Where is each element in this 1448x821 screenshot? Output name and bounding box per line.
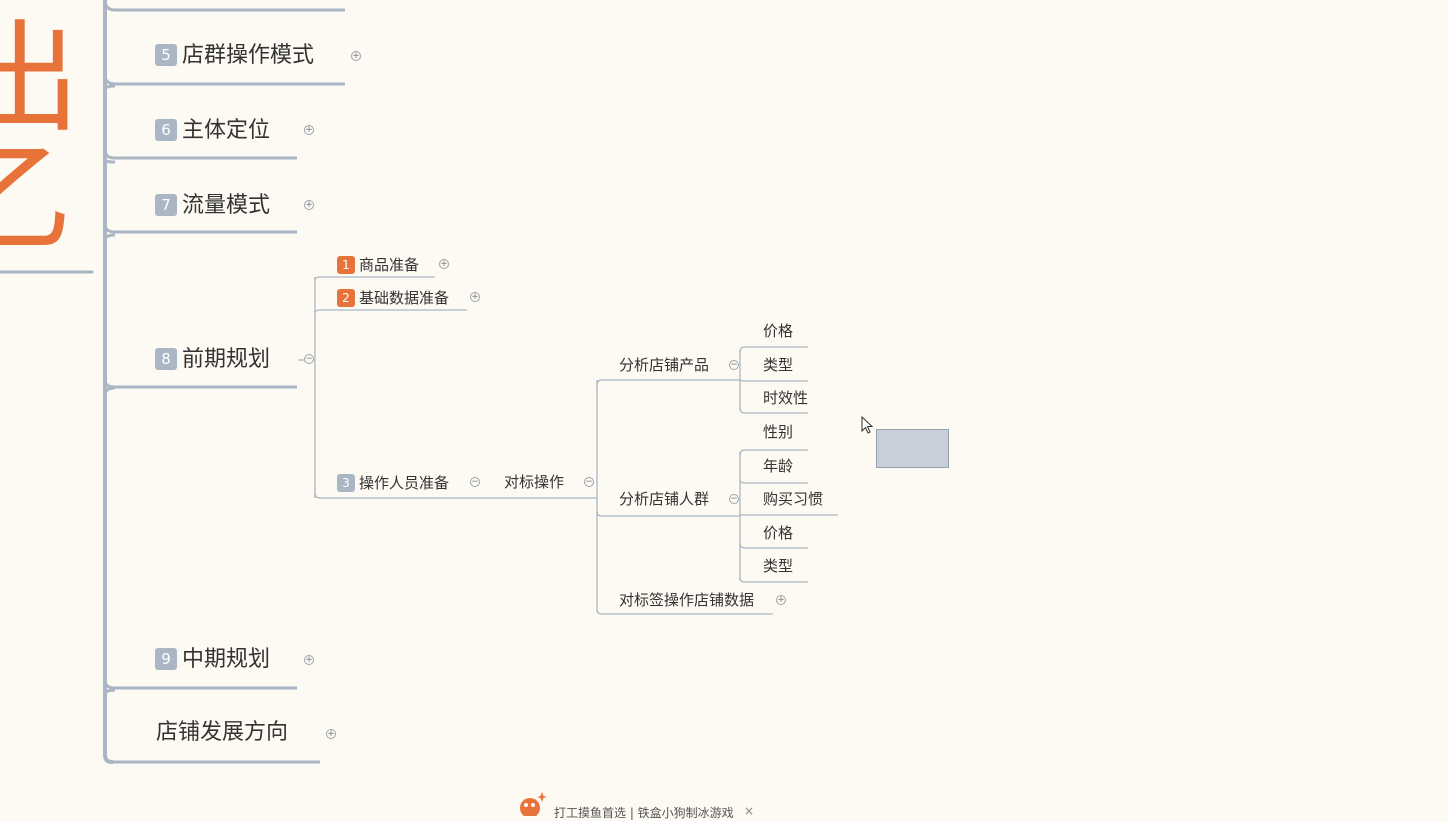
sub-branch-number-badge: 2: [337, 289, 355, 307]
branch-number-badge: 7: [155, 194, 177, 216]
expand-toggle-icon[interactable]: +: [304, 200, 314, 210]
analysis-crowd-node[interactable]: 分析店铺人群: [619, 492, 709, 507]
expand-toggle-icon[interactable]: +: [351, 51, 361, 61]
collapse-toggle-icon[interactable]: −: [304, 354, 314, 364]
branch-label: 主体定位: [182, 118, 271, 143]
analysis-product-node[interactable]: 分析店铺产品: [619, 358, 709, 373]
sub-branch-label: 操作人员准备: [359, 474, 450, 492]
leaf-node[interactable]: 类型: [763, 356, 794, 374]
branch-label: 前期规划: [182, 347, 271, 372]
branch-number-badge: 6: [155, 119, 177, 141]
branch-label: 店铺发展方向: [156, 720, 289, 745]
analysis-label: 对标签操作店铺数据: [619, 591, 755, 609]
expand-toggle-icon[interactable]: +: [326, 729, 336, 739]
close-icon[interactable]: ×: [744, 804, 755, 818]
sub-branch-label: 商品准备: [359, 256, 420, 274]
game-logo-icon: [520, 792, 547, 816]
leaf-node[interactable]: 价格: [763, 524, 794, 542]
expand-toggle-icon[interactable]: +: [304, 655, 314, 665]
leaf-node[interactable]: 类型: [763, 557, 794, 575]
title-fragment-bottom: 乙: [0, 130, 72, 269]
collapse-toggle-icon[interactable]: −: [729, 360, 739, 370]
leaf-node[interactable]: 价格: [763, 322, 794, 340]
expand-toggle-icon[interactable]: +: [439, 259, 449, 269]
collapse-toggle-icon[interactable]: −: [584, 477, 594, 487]
branch-label: 流量模式: [182, 193, 271, 218]
collapse-toggle-icon[interactable]: −: [729, 494, 739, 504]
branch-number-badge: 8: [155, 348, 177, 370]
branch-store-direction[interactable]: 店铺发展方向: [156, 722, 288, 744]
branch-number-badge: 5: [155, 44, 177, 66]
expand-toggle-icon[interactable]: +: [470, 292, 480, 302]
sub-branch-number-badge: 1: [337, 256, 355, 274]
branch-number-badge: 9: [155, 648, 177, 670]
collapse-toggle-icon[interactable]: −: [470, 477, 480, 487]
analysis-benchmark-data-node[interactable]: 对标签操作店铺数据: [619, 593, 754, 608]
ad-text: 打工摸鱼首选 | 铁盒小狗制冰游戏: [554, 806, 734, 820]
expand-toggle-icon[interactable]: +: [304, 125, 314, 135]
leaf-node[interactable]: 年龄: [763, 457, 794, 475]
analysis-label: 分析店铺人群: [619, 490, 710, 508]
benchmark-label: 对标操作: [504, 473, 565, 491]
analysis-label: 分析店铺产品: [619, 356, 710, 374]
benchmark-node[interactable]: 对标操作: [504, 475, 564, 490]
expand-toggle-icon[interactable]: +: [776, 595, 786, 605]
leaf-node[interactable]: 性别: [763, 423, 794, 441]
sub-branch-number-badge: 3: [337, 474, 355, 492]
title-fragment-top: 出: [0, 10, 80, 149]
leaf-node[interactable]: 购买习惯: [763, 490, 824, 508]
branch-label: 中期规划: [182, 647, 271, 672]
leaf-node[interactable]: 时效性: [763, 389, 809, 407]
drag-ghost-placeholder: [876, 429, 949, 468]
branch-label: 店群操作模式: [182, 43, 315, 68]
mouse-cursor-icon: [861, 416, 874, 434]
sub-branch-label: 基础数据准备: [359, 289, 450, 307]
